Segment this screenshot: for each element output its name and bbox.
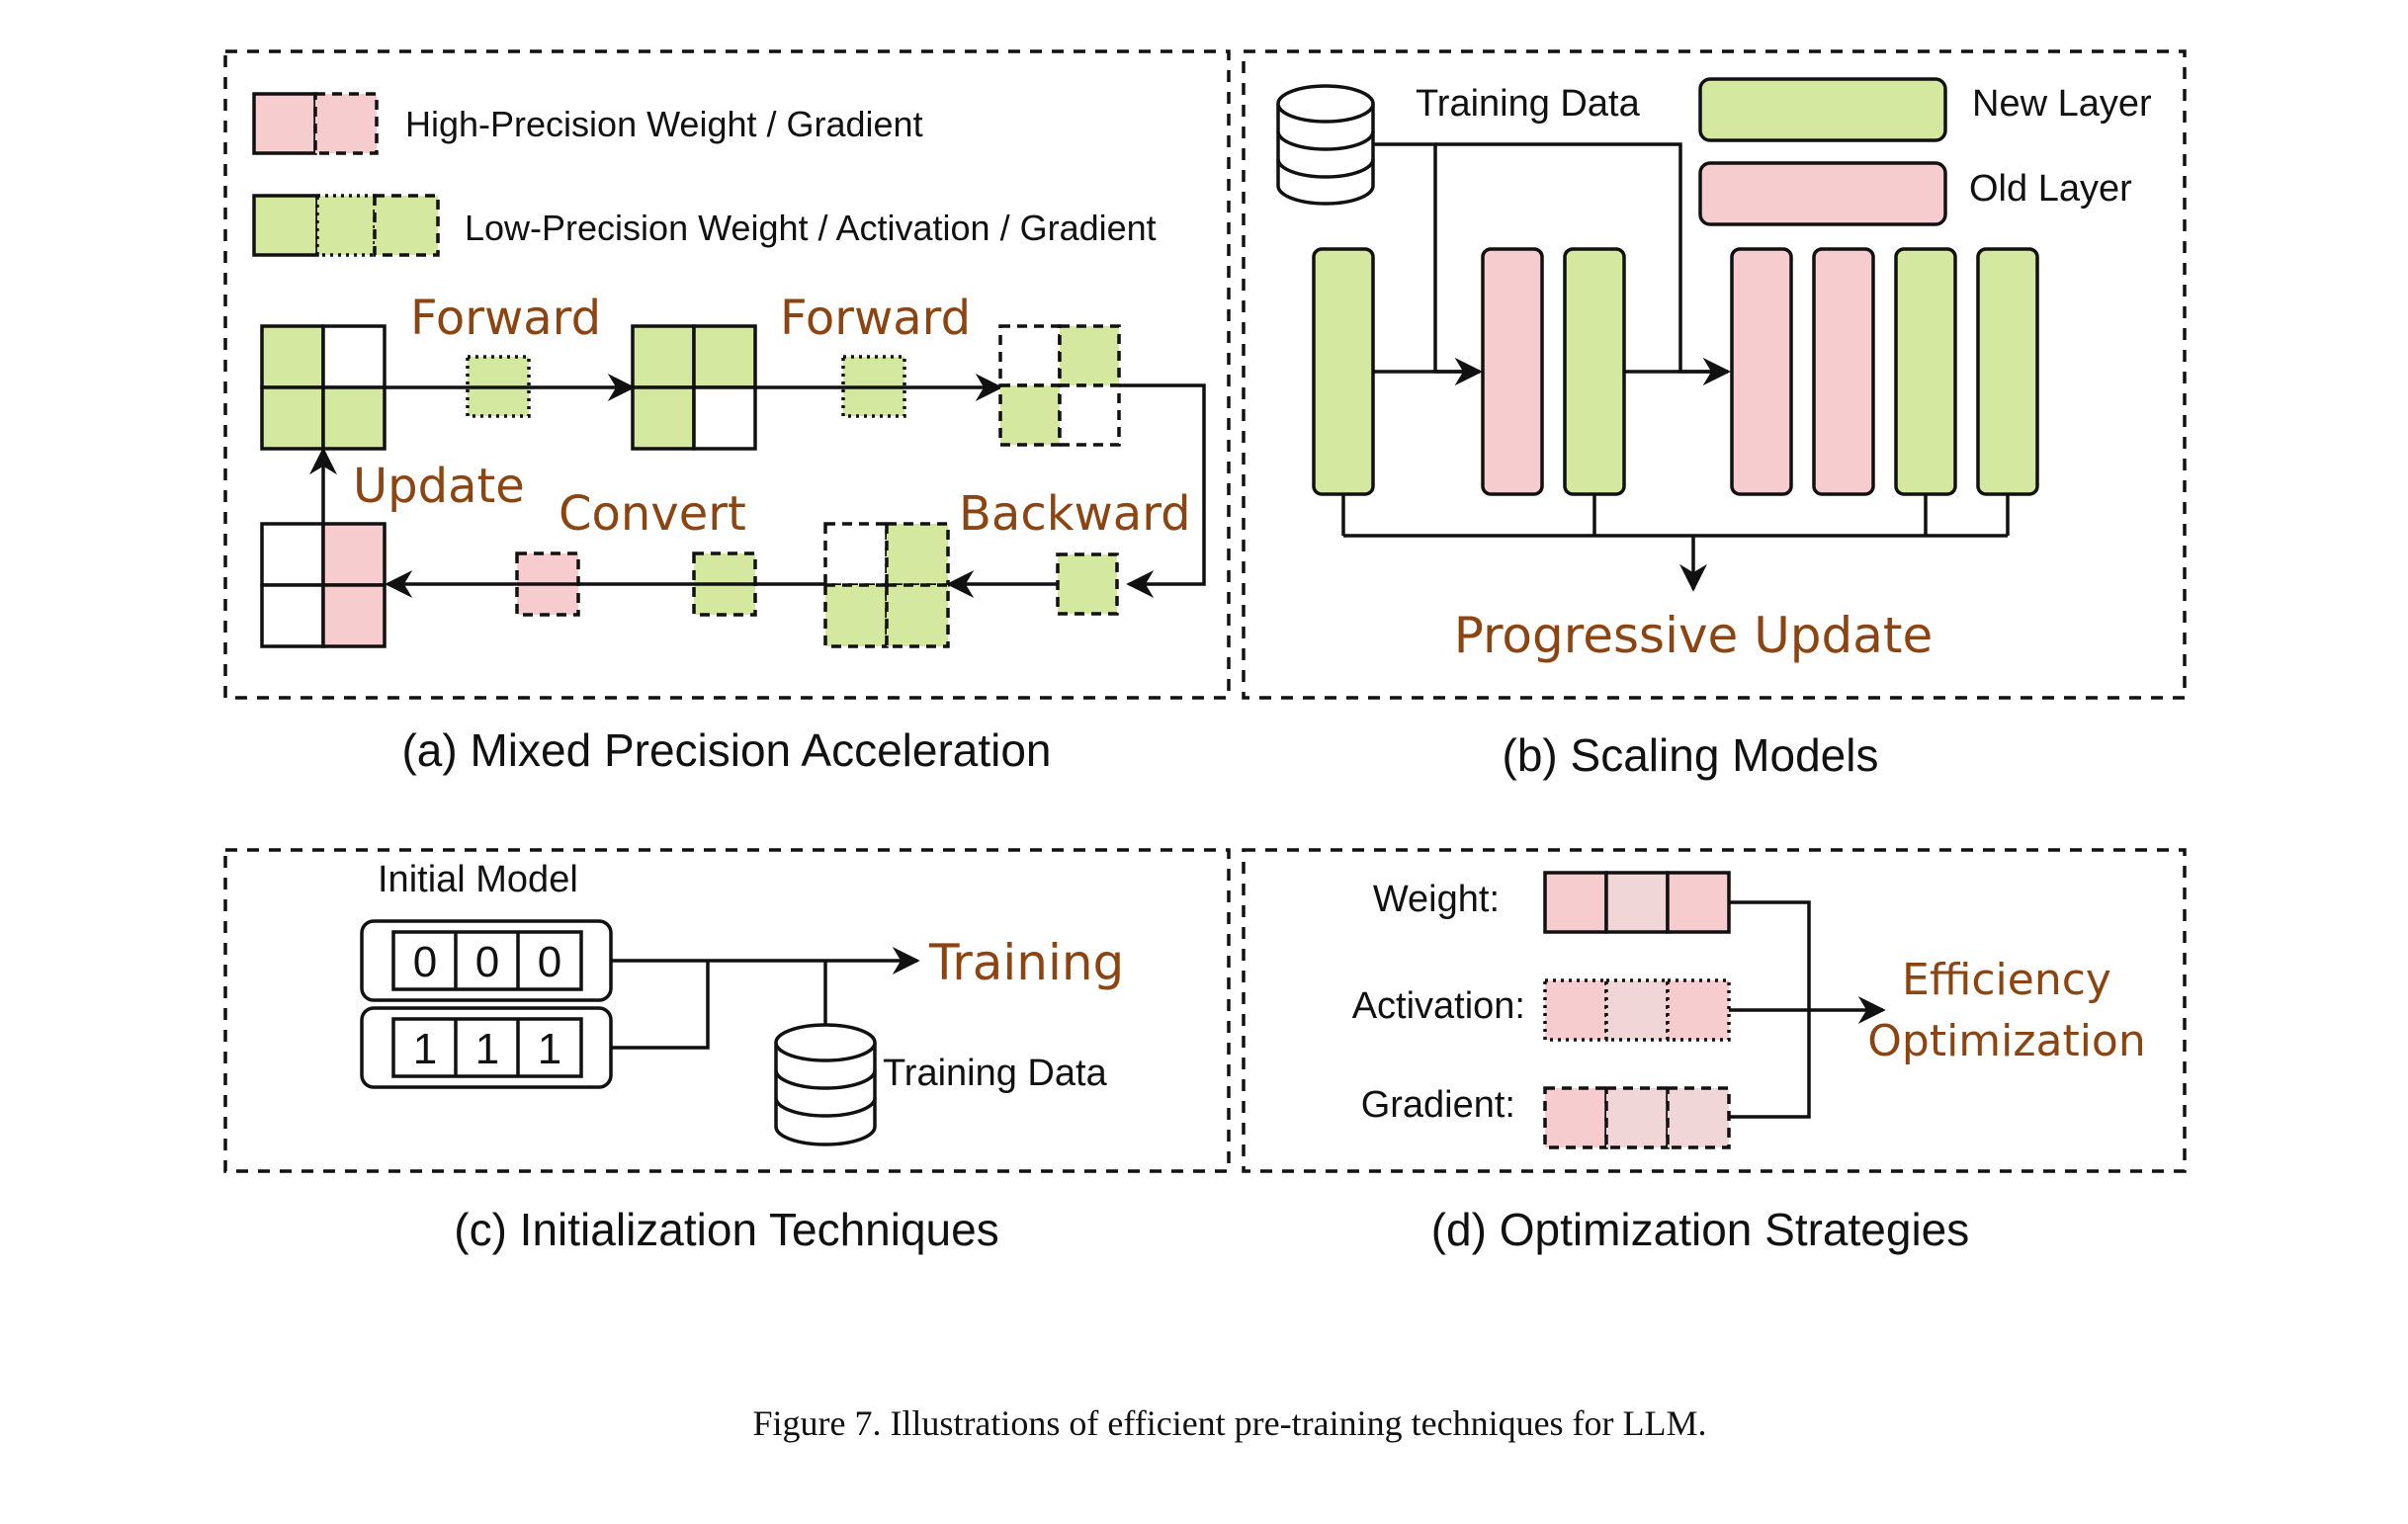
forward-label-2: Forward xyxy=(780,291,971,346)
gradient-blocks xyxy=(1543,1086,1731,1149)
training-data-database-icon xyxy=(774,1023,877,1146)
efficiency-label-line2: Optimization xyxy=(1867,1016,2145,1066)
gradient-label: Gradient: xyxy=(1361,1084,1515,1126)
one-cell-3: 1 xyxy=(538,1025,561,1073)
legend-old-layer-swatch xyxy=(1698,161,1947,226)
panel-c-caption: (c) Initialization Techniques xyxy=(454,1204,998,1255)
initial-model-label: Initial Model xyxy=(378,859,578,900)
training-data-database-icon xyxy=(1276,84,1375,206)
training-label: Training xyxy=(928,934,1124,991)
stage2-old-layer xyxy=(1481,247,1544,496)
zero-cell-3: 0 xyxy=(538,938,561,986)
legend-low-precision-label: Low-Precision Weight / Activation / Grad… xyxy=(465,208,1157,248)
progressive-update-label: Progressive Update xyxy=(1454,607,1934,664)
weight-blocks xyxy=(1543,871,1731,934)
panel-a-caption: (a) Mixed Precision Acceleration xyxy=(401,724,1051,776)
panel-c-frame xyxy=(223,848,1231,1173)
panel-a-frame xyxy=(223,49,1231,700)
panel-b-scaling-models: Training Data New Layer Old Layer Progr xyxy=(1242,49,2187,700)
forward-label-1: Forward xyxy=(410,291,601,346)
legend-high-precision-label: High-Precision Weight / Gradient xyxy=(405,104,923,144)
panel-b-frame xyxy=(1242,49,2187,700)
gradient-block-backward xyxy=(1056,552,1119,616)
gradient-grid xyxy=(823,522,950,648)
weight-grid-2 xyxy=(631,324,757,451)
training-data-label-c: Training Data xyxy=(883,1053,1108,1094)
panel-d-caption: (d) Optimization Strategies xyxy=(1431,1204,1970,1255)
weight-grid-1 xyxy=(260,324,387,451)
panel-c-initialization: Initial Model 0 0 0 1 1 1 Training Train… xyxy=(223,848,1231,1173)
activation-label: Activation: xyxy=(1352,985,1525,1027)
stage3-new-layer-2 xyxy=(1976,247,2039,496)
loop-connector xyxy=(1119,383,1206,598)
legend-new-layer-swatch xyxy=(1698,77,1947,142)
legend-old-layer-label: Old Layer xyxy=(1969,168,2132,210)
panel-b-caption: (b) Scaling Models xyxy=(1503,729,1879,781)
panel-a-mixed-precision: High-Precision Weight / Gradient Low-Pre… xyxy=(223,49,1231,700)
backward-label: Backward xyxy=(959,486,1191,542)
stage2-new-layer xyxy=(1563,247,1626,496)
stage3-old-layer-1 xyxy=(1730,247,1793,496)
one-cell-1: 1 xyxy=(413,1025,437,1073)
figure-caption: Figure 7. Illustrations of efficient pre… xyxy=(752,1403,1706,1443)
one-cell-2: 1 xyxy=(475,1025,499,1073)
training-data-label: Training Data xyxy=(1416,83,1641,125)
legend-new-layer-label: New Layer xyxy=(1972,83,2152,125)
zero-cell-1: 0 xyxy=(413,938,437,986)
legend-high-precision-swatch xyxy=(252,92,379,155)
data-line-to-stage2 xyxy=(1373,142,1483,385)
legend-low-precision-swatch xyxy=(252,194,440,257)
panel-d-optimization: Weight: Activation: Gradient: Efficiency… xyxy=(1242,848,2187,1173)
weight-grid-updated xyxy=(260,522,387,648)
stage3-new-layer-1 xyxy=(1894,247,1957,496)
ones-connector xyxy=(611,961,710,1050)
activation-blocks xyxy=(1543,978,1731,1042)
weight-label: Weight: xyxy=(1373,879,1500,920)
update-label: Update xyxy=(353,459,525,514)
activation-grid xyxy=(998,324,1121,447)
efficiency-label-line1: Efficiency xyxy=(1902,955,2111,1005)
convert-label: Convert xyxy=(559,486,746,542)
zero-cell-2: 0 xyxy=(475,938,499,986)
model-ones-cell-frame xyxy=(391,1017,583,1078)
progressive-update-bus xyxy=(1341,494,2010,538)
stage1-new-layer xyxy=(1312,247,1375,496)
stage3-old-layer-2 xyxy=(1812,247,1875,496)
model-zeros-cell-frame xyxy=(391,930,583,991)
